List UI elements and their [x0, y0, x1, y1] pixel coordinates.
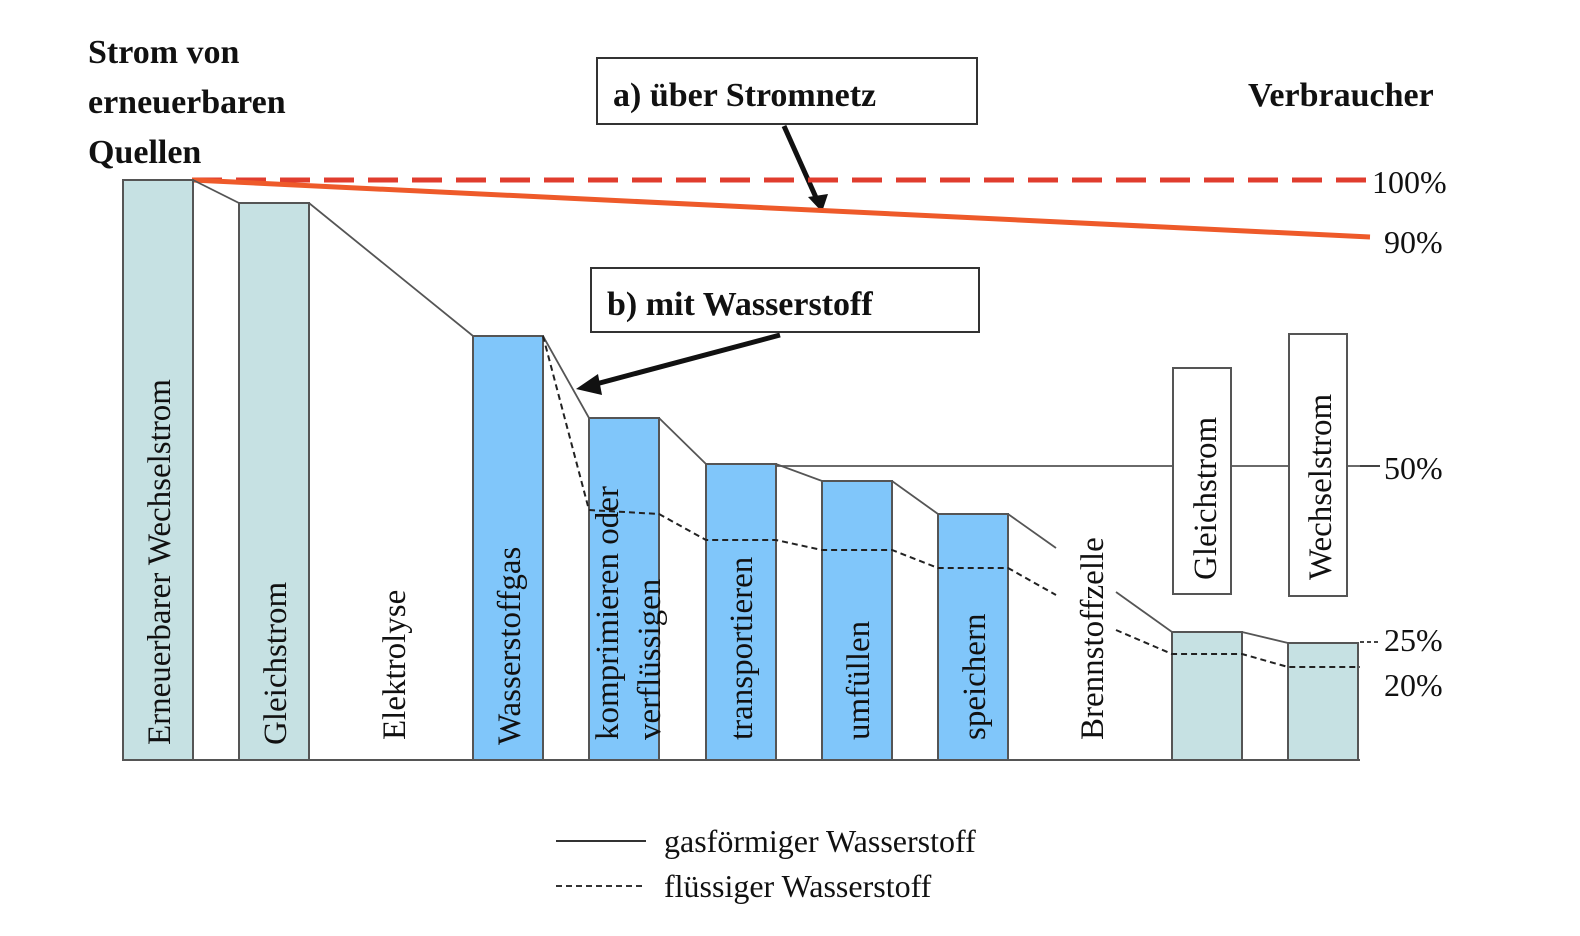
callout-b-arrow	[595, 332, 781, 387]
grid-actual-line	[191, 177, 1371, 240]
pct-label-20: 20%	[1384, 667, 1443, 703]
bar-erneuerbarer-wechselstrom	[122, 179, 194, 761]
stage-label-wasserstoffgas: Wasserstoffgas	[492, 547, 528, 745]
source-title-line2: erneuerbaren	[88, 84, 286, 121]
stage-label-gleichstrom: Gleichstrom	[258, 582, 294, 745]
gas-path-line	[192, 179, 1057, 549]
stage-label-transportieren: transportieren	[724, 557, 760, 740]
stage-label-verfluessigen: verflüssigen	[632, 579, 668, 740]
stage-label-erneuerbarer-wechselstrom: Erneuerbarer Wechselstrom	[142, 379, 178, 745]
bar-gleichstrom	[238, 202, 310, 761]
pct-label-90: 90%	[1384, 224, 1443, 260]
source-title-line3: Quellen	[88, 134, 201, 171]
bar-gleichstrom-end	[1171, 631, 1243, 761]
pct-label-100: 100%	[1372, 164, 1447, 200]
callout-b-label: b) mit Wasserstoff	[607, 286, 873, 323]
pct-label-50: 50%	[1384, 450, 1443, 486]
bar-speichern	[937, 513, 1009, 761]
stage-label-gleichstrom-end: Gleichstrom	[1188, 417, 1224, 580]
pct-label-25: 25%	[1384, 622, 1443, 658]
callout-a-label: a) über Stromnetz	[613, 77, 876, 114]
callout-a-arrowhead	[808, 194, 828, 212]
bar-umfuellen	[821, 480, 893, 761]
bar-wasserstoffgas	[472, 335, 544, 761]
consumer-box-gleichstrom	[1172, 367, 1232, 595]
callout-b-arrowhead	[576, 374, 602, 395]
stage-label-elektrolyse: Elektrolyse	[377, 590, 413, 740]
liquid-path-line	[542, 335, 1057, 596]
consumer-box-wechselstrom	[1288, 333, 1348, 597]
bar-komprimieren	[588, 417, 660, 761]
stage-label-wechselstrom-end: Wechselstrom	[1303, 394, 1339, 580]
callout-a-arrow	[781, 124, 821, 204]
bar-wechselstrom-end	[1287, 642, 1359, 761]
legend-gas-label: gasförmiger Wasserstoff	[664, 823, 976, 859]
legend-liquid-label: flüssiger Wasserstoff	[664, 868, 932, 904]
stage-label-umfuellen: umfüllen	[841, 621, 877, 740]
liquid-path-end	[1115, 629, 1360, 668]
callout-a-box	[596, 57, 978, 125]
bar-transportieren	[705, 463, 777, 761]
stage-label-komprimieren: komprimieren oder	[590, 486, 626, 740]
stage-label-brennstoffzelle: Brennstoffzelle	[1075, 537, 1111, 740]
source-title-line1: Strom von	[88, 34, 240, 71]
gas-path-end	[1115, 591, 1289, 644]
consumer-title: Verbraucher	[1248, 77, 1434, 114]
stage-label-speichern: speichern	[957, 614, 993, 740]
callout-b-box	[590, 267, 980, 333]
